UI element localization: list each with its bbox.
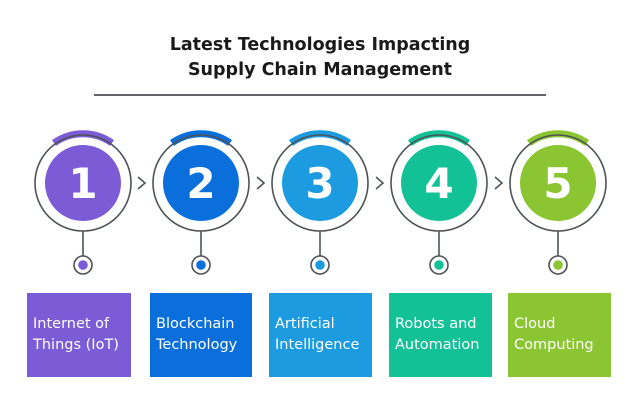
step-1-label: Internet of Things (IoT) bbox=[33, 316, 119, 353]
step-5-pin-dot bbox=[553, 260, 563, 270]
step-5-number: 5 bbox=[543, 159, 572, 208]
step-1-badge bbox=[45, 145, 121, 221]
step-5-label: Cloud Computing bbox=[514, 316, 594, 353]
chevron-right-icon bbox=[256, 176, 266, 190]
step-2-label: Blockchain Technology bbox=[156, 316, 238, 353]
step-5-label-box: Cloud Computing bbox=[508, 293, 611, 377]
step-5-node: 5 bbox=[509, 130, 607, 275]
step-2-node: 2 bbox=[152, 130, 250, 275]
step-3-badge bbox=[282, 145, 358, 221]
step-4-node: 4 bbox=[390, 130, 488, 275]
chevron-right-icon bbox=[494, 176, 504, 190]
step-1-label-box: Internet of Things (IoT) bbox=[27, 293, 131, 377]
step-1-arc bbox=[51, 130, 115, 146]
page-title: Latest Technologies Impacting Supply Cha… bbox=[0, 33, 640, 83]
title-line-2: Supply Chain Management bbox=[187, 60, 453, 80]
step-2-pin-dot bbox=[196, 260, 206, 270]
step-4-number: 4 bbox=[424, 159, 453, 208]
chevron-right-icon bbox=[137, 176, 147, 190]
step-2-badge bbox=[163, 145, 239, 221]
step-3-label: Artificial Intelligence bbox=[275, 316, 360, 353]
step-3-arc bbox=[288, 130, 352, 146]
step-3-label-box: Artificial Intelligence bbox=[269, 293, 372, 377]
title-divider bbox=[94, 94, 546, 96]
step-1-node: 1 bbox=[34, 130, 132, 275]
step-3-node: 3 bbox=[271, 130, 369, 275]
step-3-pin-dot bbox=[315, 260, 325, 270]
step-1-number: 1 bbox=[68, 159, 97, 208]
step-2-arc bbox=[169, 130, 233, 146]
step-4-pin-dot bbox=[434, 260, 444, 270]
step-2-number: 2 bbox=[186, 159, 215, 208]
step-3-number: 3 bbox=[305, 159, 334, 208]
step-5-arc bbox=[526, 130, 590, 146]
chevron-right-icon bbox=[375, 176, 385, 190]
step-4-badge bbox=[401, 145, 477, 221]
step-1-pin-dot bbox=[78, 260, 88, 270]
title-line-1: Latest Technologies Impacting bbox=[169, 35, 471, 55]
step-4-arc bbox=[407, 130, 471, 146]
step-4-label-box: Robots and Automation bbox=[389, 293, 492, 377]
step-2-label-box: Blockchain Technology bbox=[150, 293, 252, 377]
step-5-badge bbox=[520, 145, 596, 221]
step-4-label: Robots and Automation bbox=[395, 316, 480, 353]
